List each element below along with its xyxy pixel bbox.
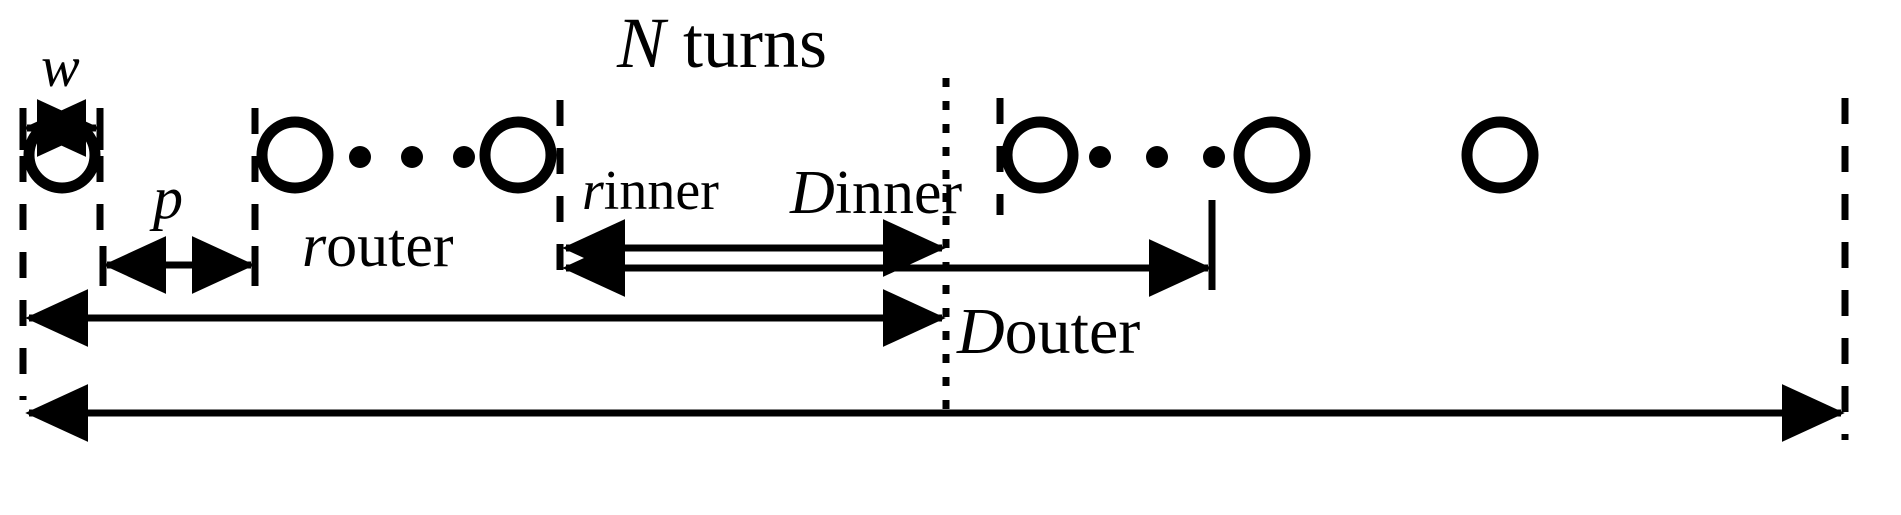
- ellipsis-dot: [453, 146, 475, 168]
- ellipsis-dot: [401, 146, 423, 168]
- ellipsis-dot: [1203, 146, 1225, 168]
- coil-turn-circle: [1001, 116, 1079, 194]
- label-d-outer: Douter: [957, 299, 1140, 365]
- label-r-outer-symbol: r: [302, 212, 327, 280]
- coil-turn-circle: [256, 116, 334, 194]
- label-r-inner-subscript: inner: [603, 160, 719, 222]
- coil-turn-circle: [479, 116, 557, 194]
- label-r-outer-subscript: outer: [326, 212, 454, 280]
- label-n-turns-symbol: N: [617, 3, 666, 83]
- label-r-inner: rinner: [582, 163, 719, 219]
- label-w-symbol: w: [41, 34, 80, 99]
- coil-turn-circle: [23, 116, 101, 194]
- label-d-inner: Dinner: [790, 162, 962, 224]
- label-d-inner-symbol: D: [790, 159, 835, 227]
- label-n-turns-suffix: turns: [665, 3, 828, 83]
- label-p-symbol: p: [153, 165, 183, 231]
- coil-turn-circle: [1233, 116, 1311, 194]
- label-n-turns: N turns: [617, 7, 827, 79]
- ellipsis-dot: [1089, 146, 1111, 168]
- ellipsis-dot: [1146, 146, 1168, 168]
- label-r-outer: router: [302, 215, 454, 277]
- label-r-inner-symbol: r: [582, 160, 604, 222]
- label-d-outer-subscript: outer: [1004, 295, 1141, 368]
- label-d-outer-symbol: D: [957, 295, 1005, 368]
- ellipsis-dot: [349, 146, 371, 168]
- label-w: w: [41, 38, 80, 96]
- label-p: p: [153, 168, 183, 228]
- coil-turn-circle: [1461, 116, 1539, 194]
- label-d-inner-subscript: inner: [834, 159, 963, 227]
